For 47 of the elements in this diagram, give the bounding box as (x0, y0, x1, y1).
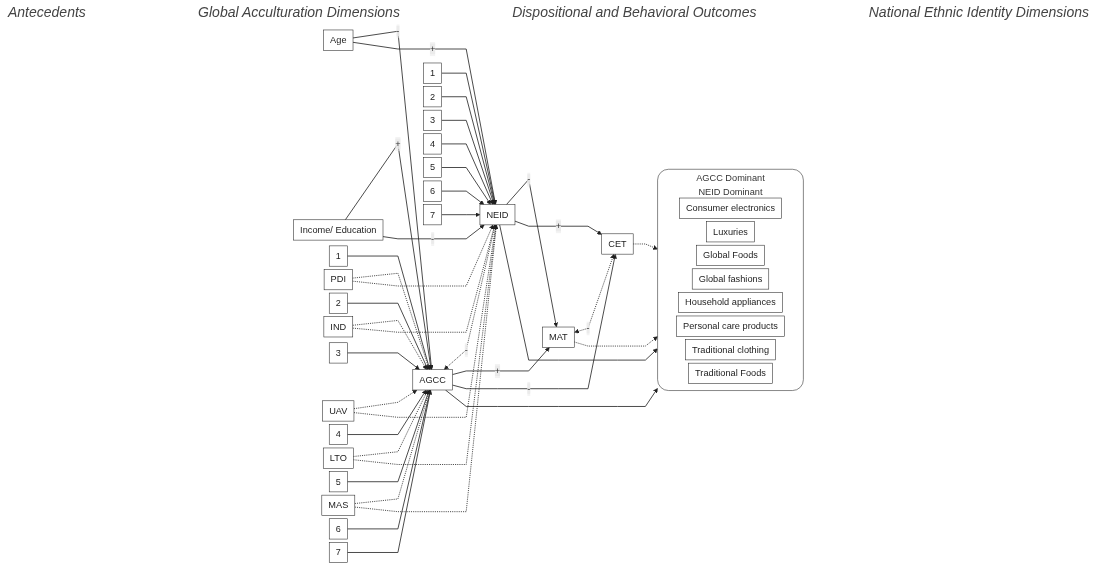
node-box: 5 (423, 157, 442, 178)
node-box: LTO (323, 447, 354, 469)
edge-label: - (527, 174, 531, 185)
node-box: 6 (328, 518, 348, 540)
node-box: Luxuries (706, 221, 755, 243)
node-box: MAS (321, 494, 356, 516)
edge-label: - (431, 233, 435, 244)
edge-label: + (555, 220, 562, 232)
node-box: AGCC (412, 369, 453, 391)
node-box: 7 (423, 204, 442, 226)
node-box: Global fashions (691, 268, 770, 290)
node-box: 1 (423, 62, 442, 84)
node-box: 7 (328, 542, 348, 563)
section-heading: National Ethnic Identity Dimensions (868, 4, 1089, 20)
node-box: NEID (479, 204, 516, 226)
edge-label: - (527, 383, 531, 394)
node-box: Traditional Foods (688, 362, 773, 384)
edge-label: + (395, 138, 401, 149)
section-heading: Antecedents (8, 4, 86, 20)
edge-label: - (396, 25, 400, 37)
node-box: 6 (423, 180, 442, 202)
node-box: Traditional clothing (685, 339, 776, 361)
node-box: 2 (328, 292, 348, 314)
edge-label: + (429, 43, 436, 55)
node-box: Age (323, 29, 354, 51)
edge-label: - (586, 323, 590, 334)
node-box: 2 (423, 86, 442, 108)
node-box: 4 (328, 424, 348, 445)
node-box: Consumer electronics (679, 197, 782, 219)
node-box: 3 (328, 342, 348, 364)
node-box: UAV (322, 400, 355, 422)
section-heading: Dispositional and Behavioral Outcomes (512, 4, 757, 20)
node-box: PDI (323, 269, 353, 291)
section-heading: Global Acculturation Dimensions (198, 4, 400, 20)
node-box: 4 (423, 133, 442, 155)
node-box: 3 (423, 109, 442, 131)
edge-label: + (494, 365, 501, 376)
node-box: CET (601, 233, 634, 255)
node-box: Global Foods (696, 244, 765, 266)
node-box: Income/ Education (293, 219, 384, 241)
node-box: MAT (542, 326, 575, 348)
node-box: IND (323, 316, 354, 338)
edge-label: - (464, 344, 468, 356)
node-box: 1 (328, 245, 348, 267)
node-box: Personal care products (676, 315, 785, 337)
node-box: Household appliances (678, 292, 783, 313)
node-box: 5 (328, 471, 348, 493)
